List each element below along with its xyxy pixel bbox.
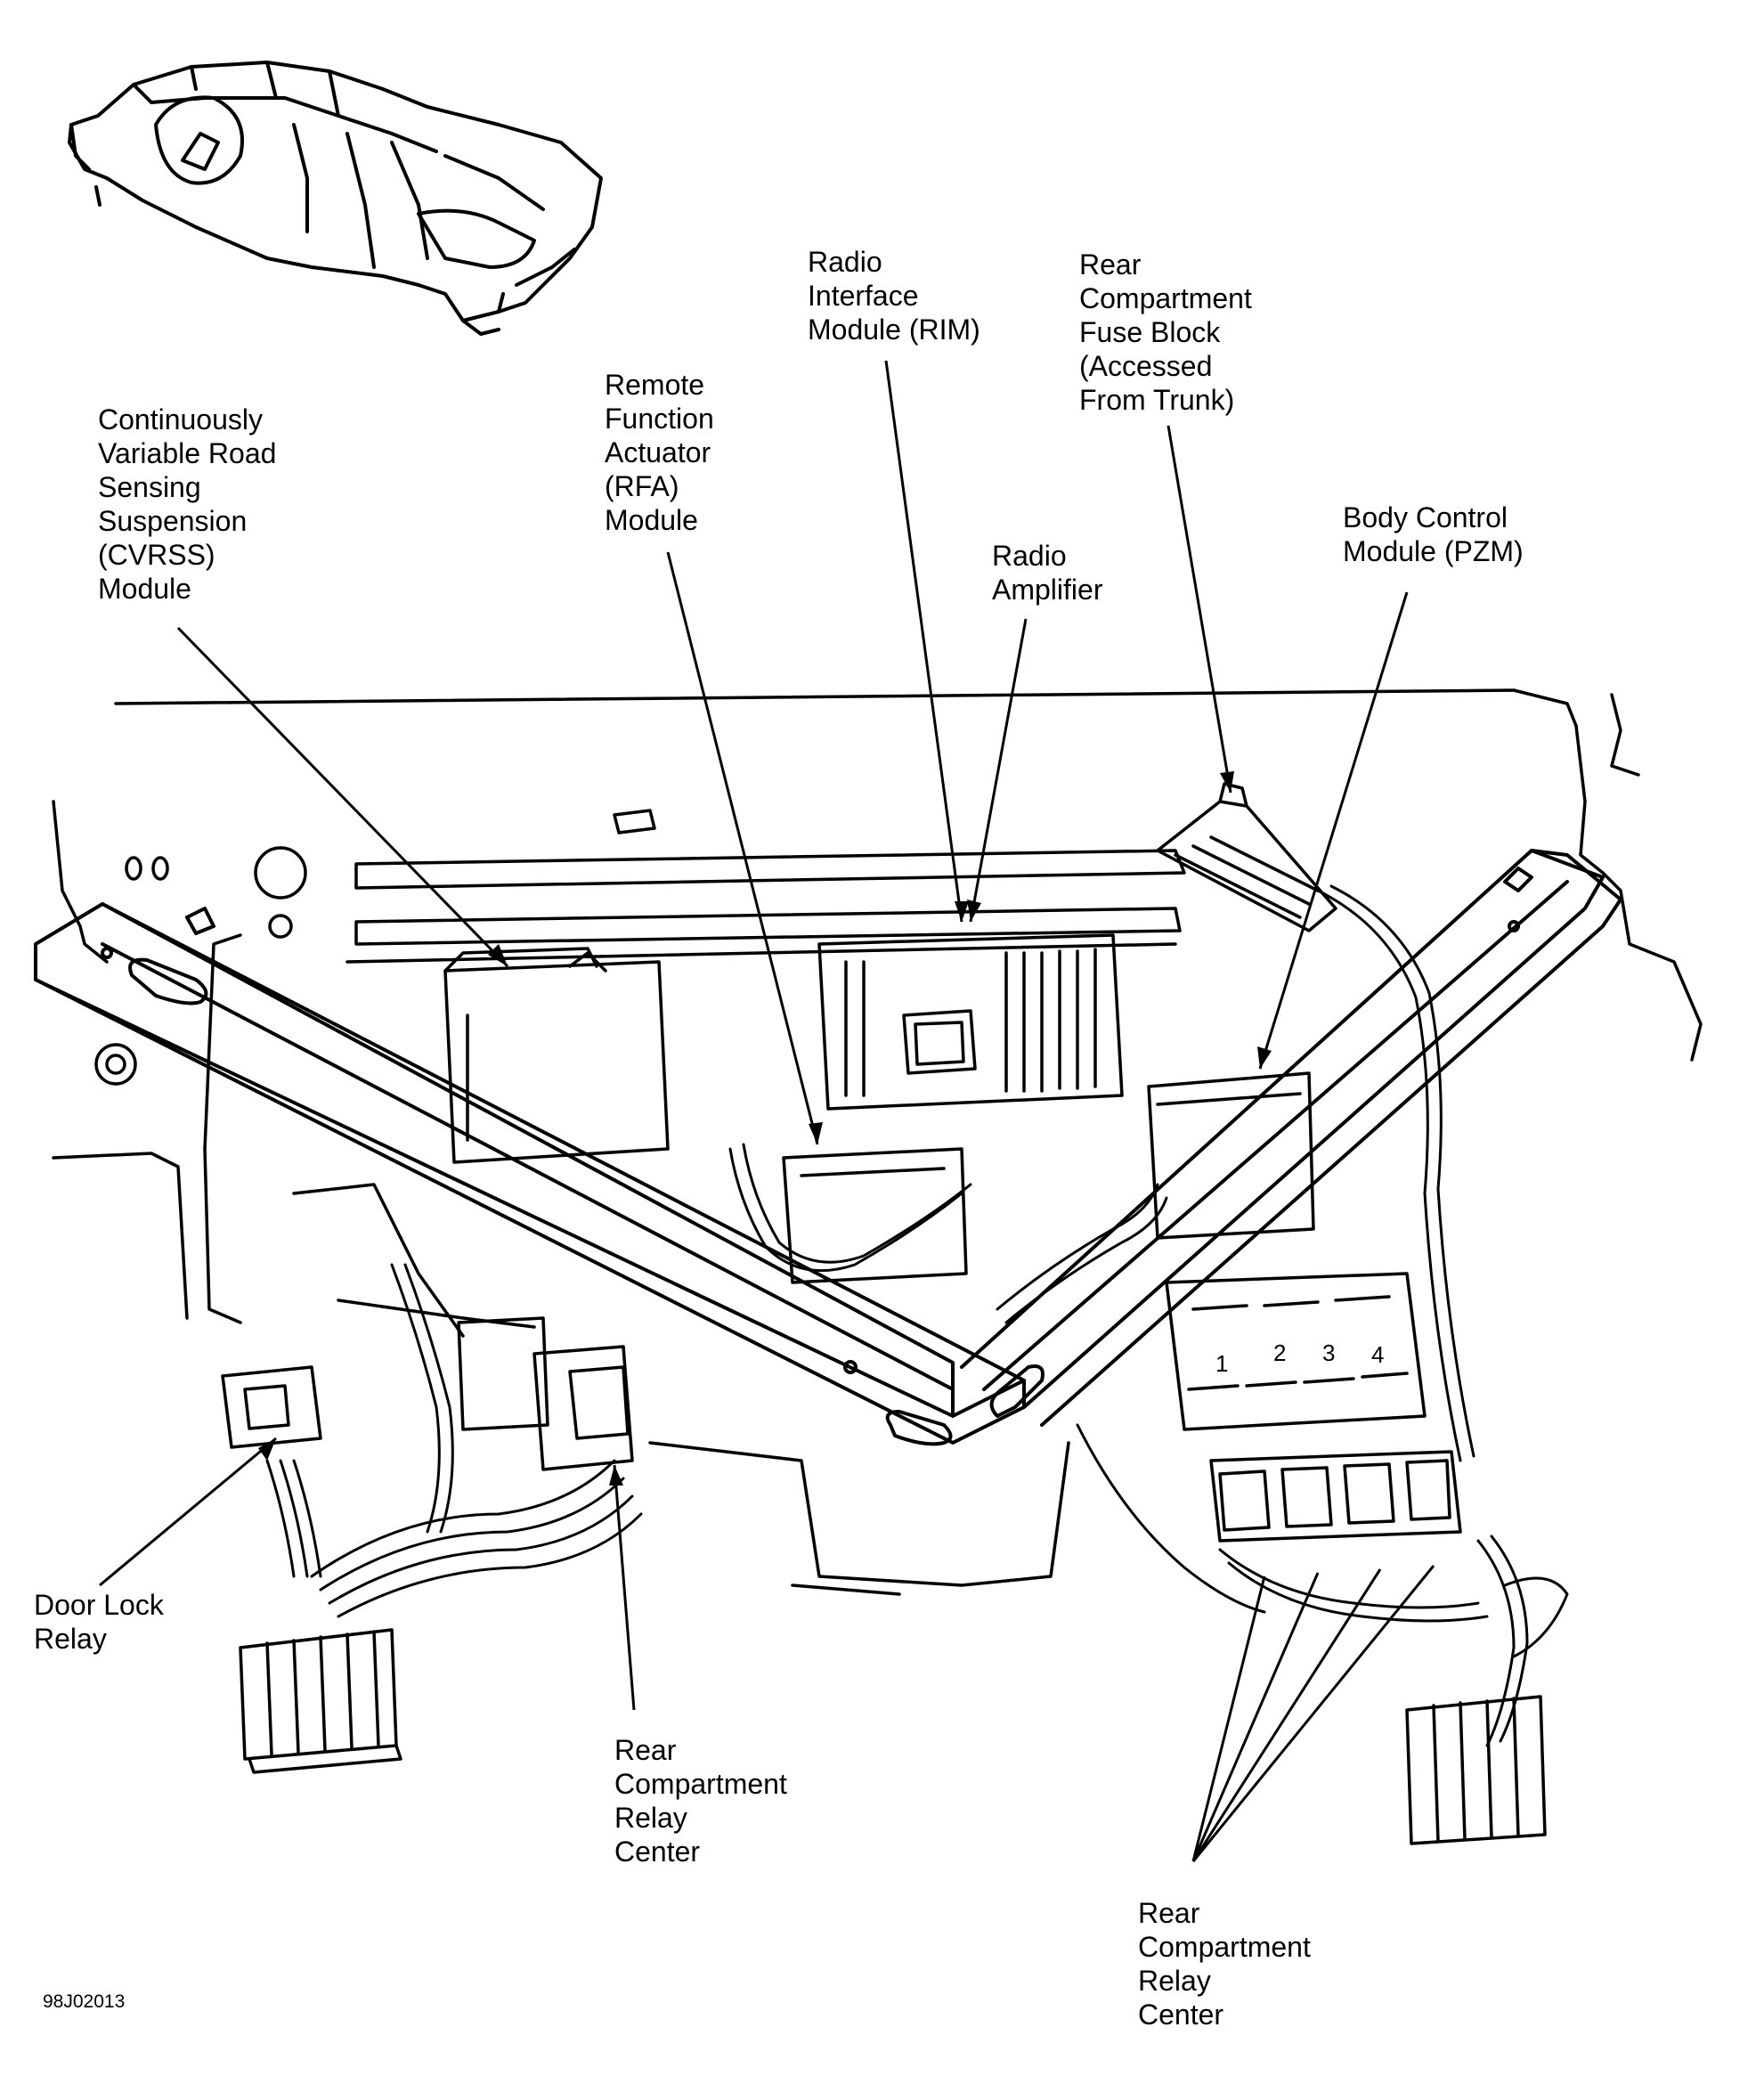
relay-number-1: 1 — [1215, 1350, 1228, 1377]
leader-relay-center-right-4 — [1191, 1565, 1435, 1862]
left-diagonal-brace — [34, 902, 1026, 1446]
rear-compartment-fuse-block — [1156, 782, 1337, 932]
leader-rfa — [666, 551, 819, 1145]
leader-relay-center-right-2 — [1191, 1572, 1320, 1862]
label-relay-center-right: Rear Compartment Relay Center — [1138, 1897, 1311, 2031]
trunk-panel-outline — [52, 688, 1703, 1596]
label-radio-amplifier: Radio Amplifier — [992, 540, 1103, 606]
vehicle-locator-icon — [68, 61, 603, 336]
panel-holes — [94, 846, 307, 1086]
label-door-lock-relay: Door Lock Relay — [34, 1589, 164, 1655]
figure-id: 98J02013 — [43, 1991, 126, 2012]
label-body-control-module: Body Control Module (PZM) — [1343, 501, 1524, 567]
leader-lines — [99, 360, 1435, 1862]
leader-bcm — [1258, 591, 1409, 1070]
leader-fuse-block — [1167, 425, 1232, 794]
relay-number-3: 3 — [1322, 1339, 1335, 1366]
label-cvrss-module: Continuously Variable Road Sensing Suspe… — [98, 403, 277, 605]
label-radio-interface-module: Radio Interface Module (RIM) — [808, 246, 980, 346]
leader-relay-center-right-3 — [1191, 1568, 1382, 1862]
radio-interface-module — [782, 1147, 968, 1284]
label-rear-compartment-fuse-block: Rear Compartment Fuse Block (Accessed Fr… — [1079, 248, 1252, 416]
door-lock-relay — [221, 1365, 322, 1449]
leader-amplifier — [969, 618, 1028, 923]
relay-center-left — [457, 1316, 634, 1471]
leader-cvrss — [176, 626, 509, 968]
leader-relay-center-right-1 — [1191, 1575, 1266, 1862]
cvrss-module — [443, 947, 670, 1164]
shelf-rails — [345, 809, 1186, 964]
leader-relay-center-left — [613, 1464, 636, 1711]
label-relay-center-left: Rear Compartment Relay Center — [614, 1734, 787, 1868]
relay-number-4: 4 — [1371, 1341, 1384, 1368]
label-rfa-module: Remote Function Actuator (RFA) Module — [605, 369, 714, 536]
leader-arrowheads — [258, 771, 1272, 1486]
wire-conduits — [239, 1628, 1547, 1845]
wiring-harnesses — [265, 884, 1569, 1747]
body-control-module — [1147, 1071, 1315, 1240]
radio-amplifier — [817, 933, 1124, 1111]
relay-center-right: 1 2 3 4 — [1165, 1272, 1462, 1543]
relay-number-2: 2 — [1273, 1339, 1286, 1366]
leader-door-lock-relay — [99, 1437, 277, 1587]
leader-rim — [884, 360, 963, 923]
right-diagonal-brace — [960, 849, 1622, 1427]
